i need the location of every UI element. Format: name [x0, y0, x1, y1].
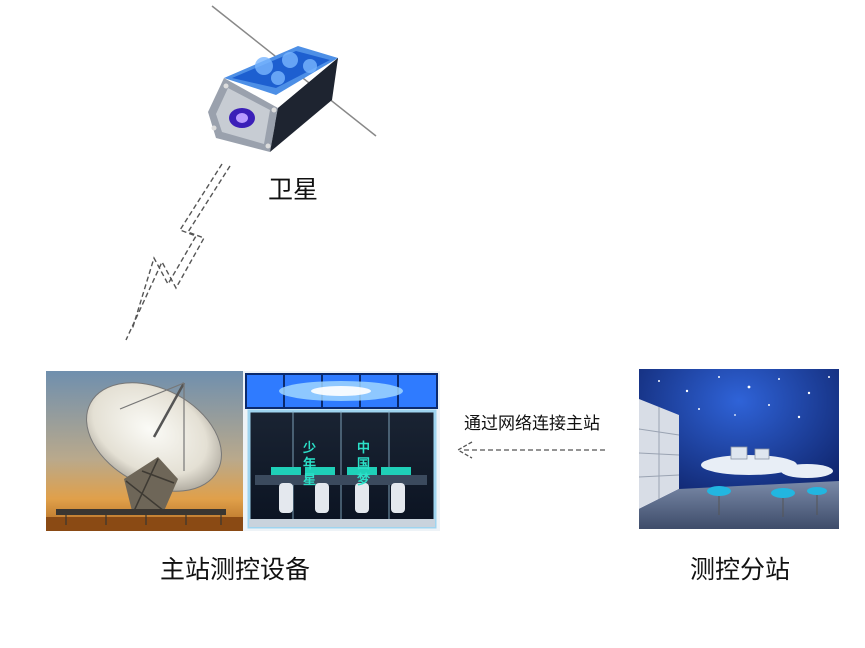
- control-room-icon: 少年星 中国梦: [243, 371, 440, 531]
- right-panel-text: 中国梦: [357, 441, 371, 488]
- left-panel-text: 少年星: [303, 441, 317, 488]
- satellite-icon: [208, 5, 377, 152]
- link-label: 通过网络连接主站: [464, 414, 600, 434]
- sub-station-label: 测控分站: [690, 555, 791, 584]
- satellite-dish-icon: [46, 371, 243, 531]
- sub-station-room-icon: [639, 369, 839, 529]
- dashed-arrow-icon: [456, 441, 606, 459]
- radio-link-icon: [125, 163, 231, 341]
- main-station-label: 主站测控设备: [160, 555, 311, 584]
- satellite-label: 卫星: [268, 175, 319, 204]
